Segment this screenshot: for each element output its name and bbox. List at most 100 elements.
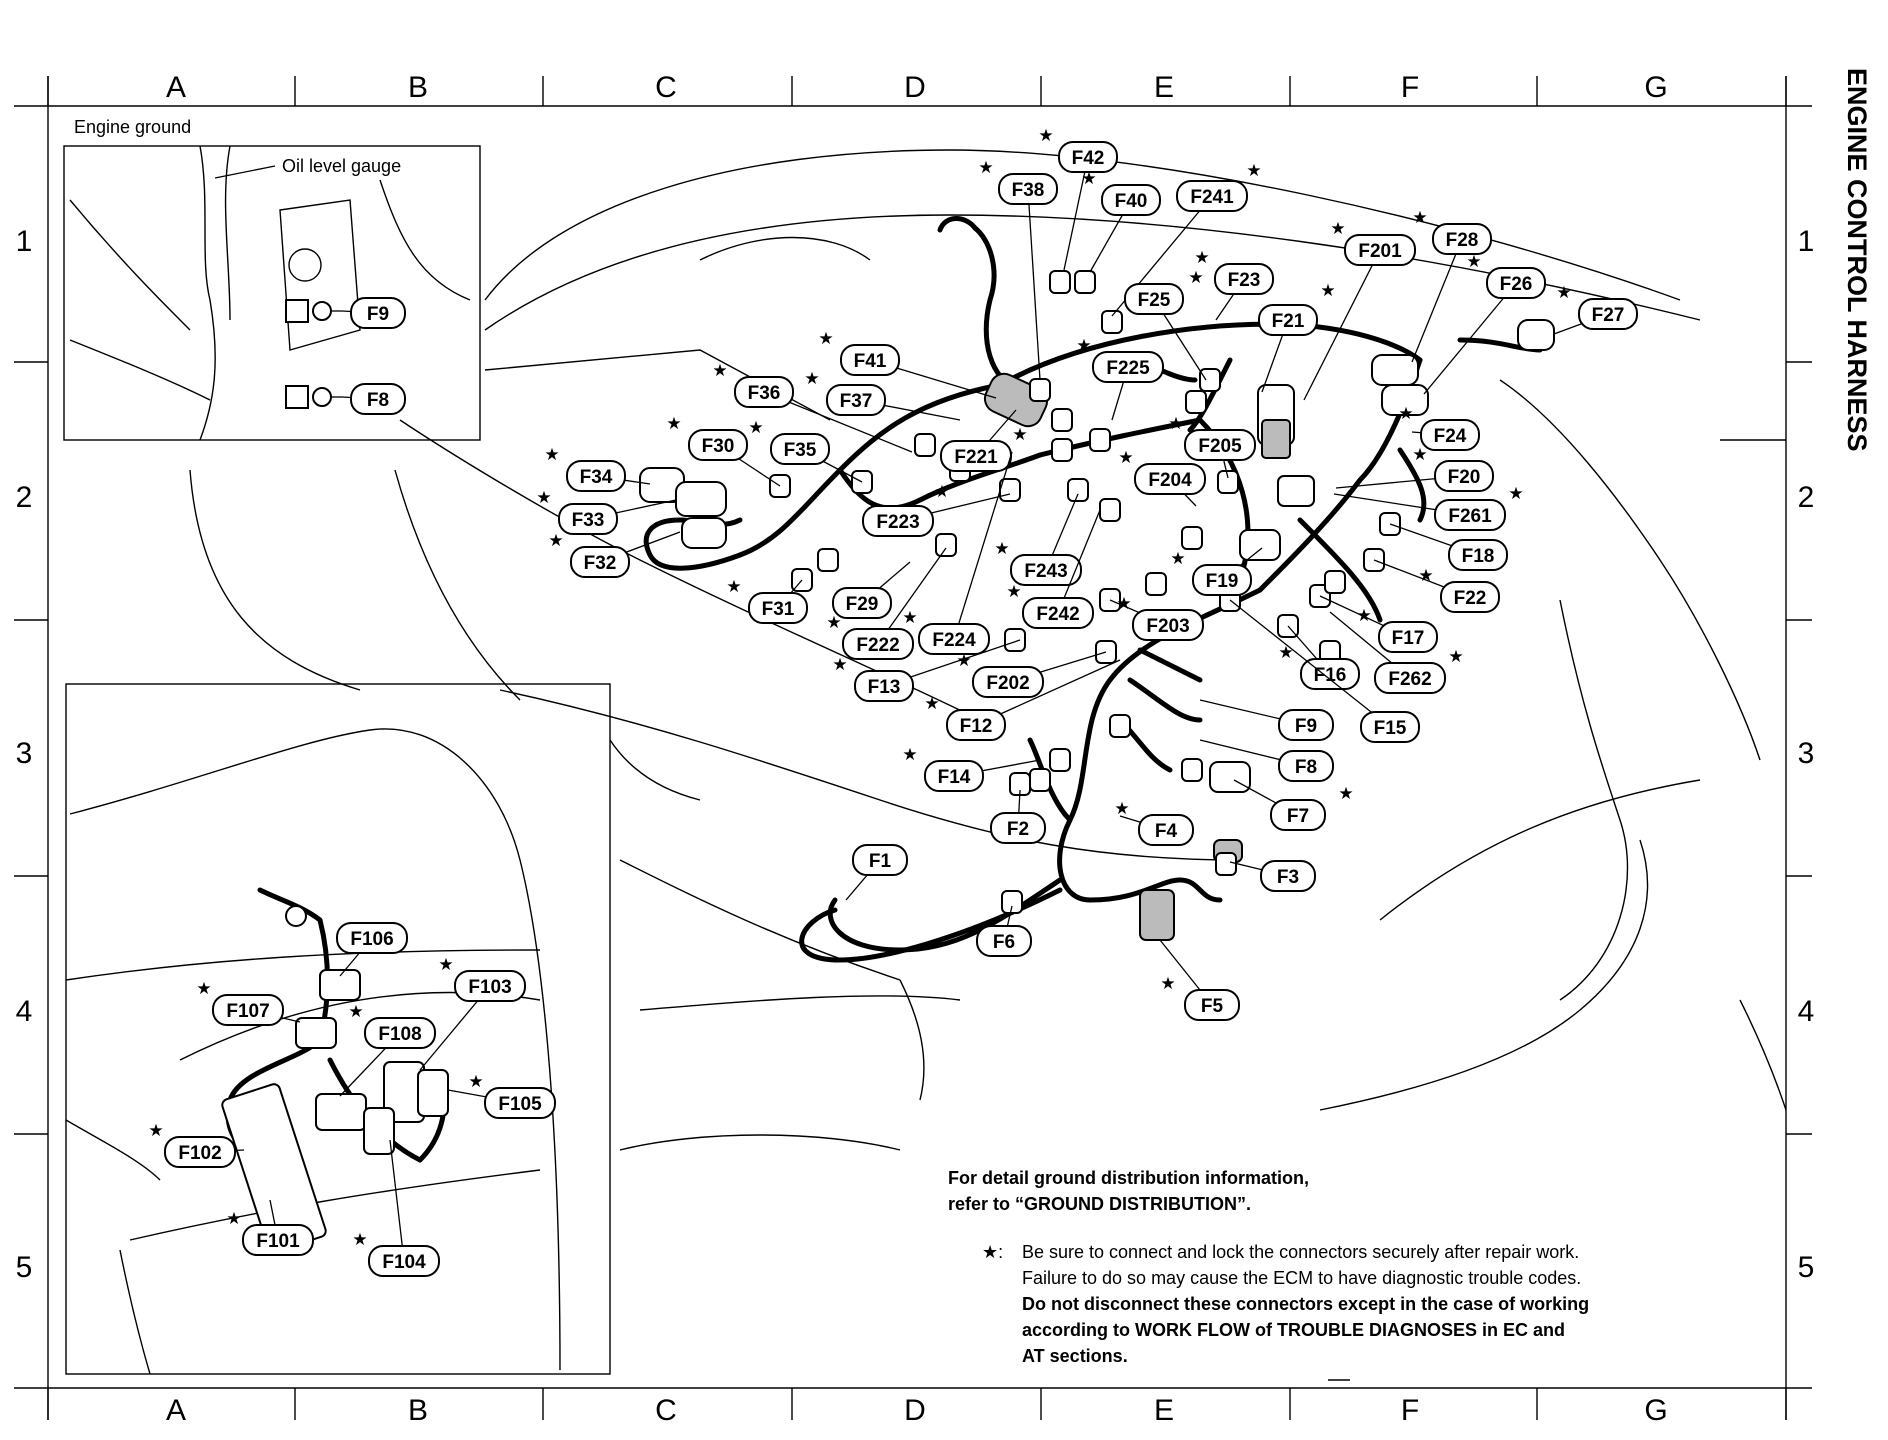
star-mark: ★ <box>1168 414 1183 433</box>
connector-label-text: F19 <box>1206 571 1239 592</box>
connector-label-f33: F33★ <box>536 488 677 535</box>
connector-label-f221: F221★ <box>940 409 1028 472</box>
star-mark: ★ <box>1320 281 1335 300</box>
connector-label-text: F241 <box>1190 187 1234 208</box>
star-mark: ★ <box>978 158 993 177</box>
grid-frame <box>14 76 1812 1420</box>
connector-label-text: F223 <box>876 512 919 533</box>
star-note-line-3: Do not disconnect these connectors excep… <box>1022 1294 1589 1314</box>
connector-label-f42: F42★ <box>1038 126 1118 271</box>
connector-label-text: F204 <box>1148 470 1192 491</box>
connector-label-text: F8 <box>367 390 389 411</box>
star-mark: ★ <box>1418 566 1433 585</box>
connector-label-text: F222 <box>856 635 899 656</box>
star-mark: ★ <box>1081 169 1096 188</box>
connector-label-f23: F23★ <box>1194 248 1274 321</box>
connector-label-f15: F15 <box>1229 599 1420 743</box>
connector-label-text: F33 <box>572 510 605 531</box>
connector-label-f102: F102★ <box>148 1121 245 1168</box>
connector-label-f12: F12★ <box>924 659 1121 741</box>
star-mark: ★ <box>1038 126 1053 145</box>
star-note-line-5: AT sections. <box>1022 1346 1128 1366</box>
connector-label-text: F101 <box>256 1231 300 1252</box>
star-mark: ★ <box>148 1121 163 1140</box>
connector-label-text: F12 <box>960 716 993 737</box>
connector-label-f40: F40 ★ <box>1081 169 1161 273</box>
star-mark: ★ <box>1412 208 1427 227</box>
star-mark: ★ <box>1278 643 1293 662</box>
connector-label-f25: F25★ <box>1124 268 1207 381</box>
connector-label-f107: F107★ <box>196 979 301 1026</box>
star-mark: ★ <box>468 1072 483 1091</box>
star-mark: ★ <box>544 445 559 464</box>
ground-note-line-2: refer to “GROUND DISTRIBUTION”. <box>948 1194 1251 1214</box>
connector-label-text: F9 <box>1295 716 1317 737</box>
connector-label-text: F16 <box>1314 665 1347 686</box>
connector-label-text: F104 <box>382 1252 426 1273</box>
oil-level-gauge-label: Oil level gauge <box>282 156 401 176</box>
column-label-top: E <box>1154 71 1174 104</box>
connector-label-f204: F204 ★ <box>1118 448 1206 507</box>
connector-label-text: F221 <box>954 447 998 468</box>
connector-label-text: F2 <box>1007 819 1029 840</box>
engine-ground-title: Engine ground <box>74 117 191 137</box>
connector-label-f3: F3 <box>1229 860 1316 892</box>
star-note-line-4: according to WORK FLOW of TROUBLE DIAGNO… <box>1022 1320 1565 1340</box>
star-mark: ★ <box>1412 445 1427 464</box>
connector-label-f222: F222★ <box>826 547 947 660</box>
connector-label-text: F26 <box>1500 274 1533 295</box>
connector-label-f104: F104★ <box>352 1139 440 1277</box>
star-mark: ★ <box>1160 974 1175 993</box>
star-mark: ★ <box>1448 647 1463 666</box>
star-mark: ★ <box>438 955 453 974</box>
connector-label-f101: F101★ <box>226 1199 314 1256</box>
connector-label-f103: F103★ <box>419 955 526 1071</box>
star-note-mark: ★: <box>982 1242 1003 1262</box>
connector-label-f18: F18 <box>1389 523 1508 571</box>
star-mark: ★ <box>804 369 819 388</box>
connector-label-text: F262 <box>1388 669 1431 690</box>
connector-label-text: F15 <box>1374 718 1407 739</box>
star-mark: ★ <box>1508 484 1523 503</box>
connector-label-text: F34 <box>580 467 613 488</box>
star-note-line-2: Failure to do so may cause the ECM to ha… <box>1022 1268 1581 1288</box>
row-label-right: 1 <box>1798 225 1815 258</box>
connector-label-f4: F4★ <box>1114 799 1194 846</box>
connector-label-f16: F16 ★ <box>1278 625 1360 690</box>
row-label-left: 2 <box>16 481 33 514</box>
star-mark: ★ <box>1338 784 1353 803</box>
connector-label-f20: F20 ★ <box>1335 445 1494 492</box>
connector-label-f242: F242★ <box>1006 509 1101 629</box>
star-mark: ★ <box>1118 448 1133 467</box>
connector-label-f201: F201★ <box>1303 219 1416 401</box>
connector-label-f205: F205 ★ <box>1168 414 1256 479</box>
connector-label-text: F202 <box>986 673 1029 694</box>
row-label-right: 2 <box>1798 481 1815 514</box>
connector-label-text: F25 <box>1138 290 1171 311</box>
connector-label-text: F40 <box>1115 191 1148 212</box>
connector-label-text: F20 <box>1448 467 1481 488</box>
connector-label-text: F13 <box>868 677 901 698</box>
connector-label-text: F27 <box>1592 305 1625 326</box>
star-mark: ★ <box>1170 549 1185 568</box>
star-mark: ★ <box>956 651 971 670</box>
connector-label-f19: F19 ★ <box>1170 547 1263 596</box>
connector-label-text: F7 <box>1287 806 1309 827</box>
connector-label-f21: F21 ★ <box>1258 281 1336 393</box>
connector-label-f9: F9 <box>341 297 406 329</box>
connector-label-text: F17 <box>1392 628 1425 649</box>
connector-label-text: F42 <box>1072 148 1105 169</box>
connector-label-f22: F22★ <box>1373 559 1500 613</box>
connector-label-f224: F224★ <box>902 451 1013 655</box>
star-mark: ★ <box>726 577 741 596</box>
connector-label-f261: F261★ <box>1333 484 1524 531</box>
connector-label-text: F205 <box>1198 436 1242 457</box>
connector-label-text: F3 <box>1277 867 1299 888</box>
column-label-top: D <box>904 71 926 104</box>
star-mark: ★ <box>548 531 563 550</box>
connector-label-text: F106 <box>350 929 393 950</box>
connector-label-text: F21 <box>1272 311 1305 332</box>
column-label-top: G <box>1644 71 1667 104</box>
